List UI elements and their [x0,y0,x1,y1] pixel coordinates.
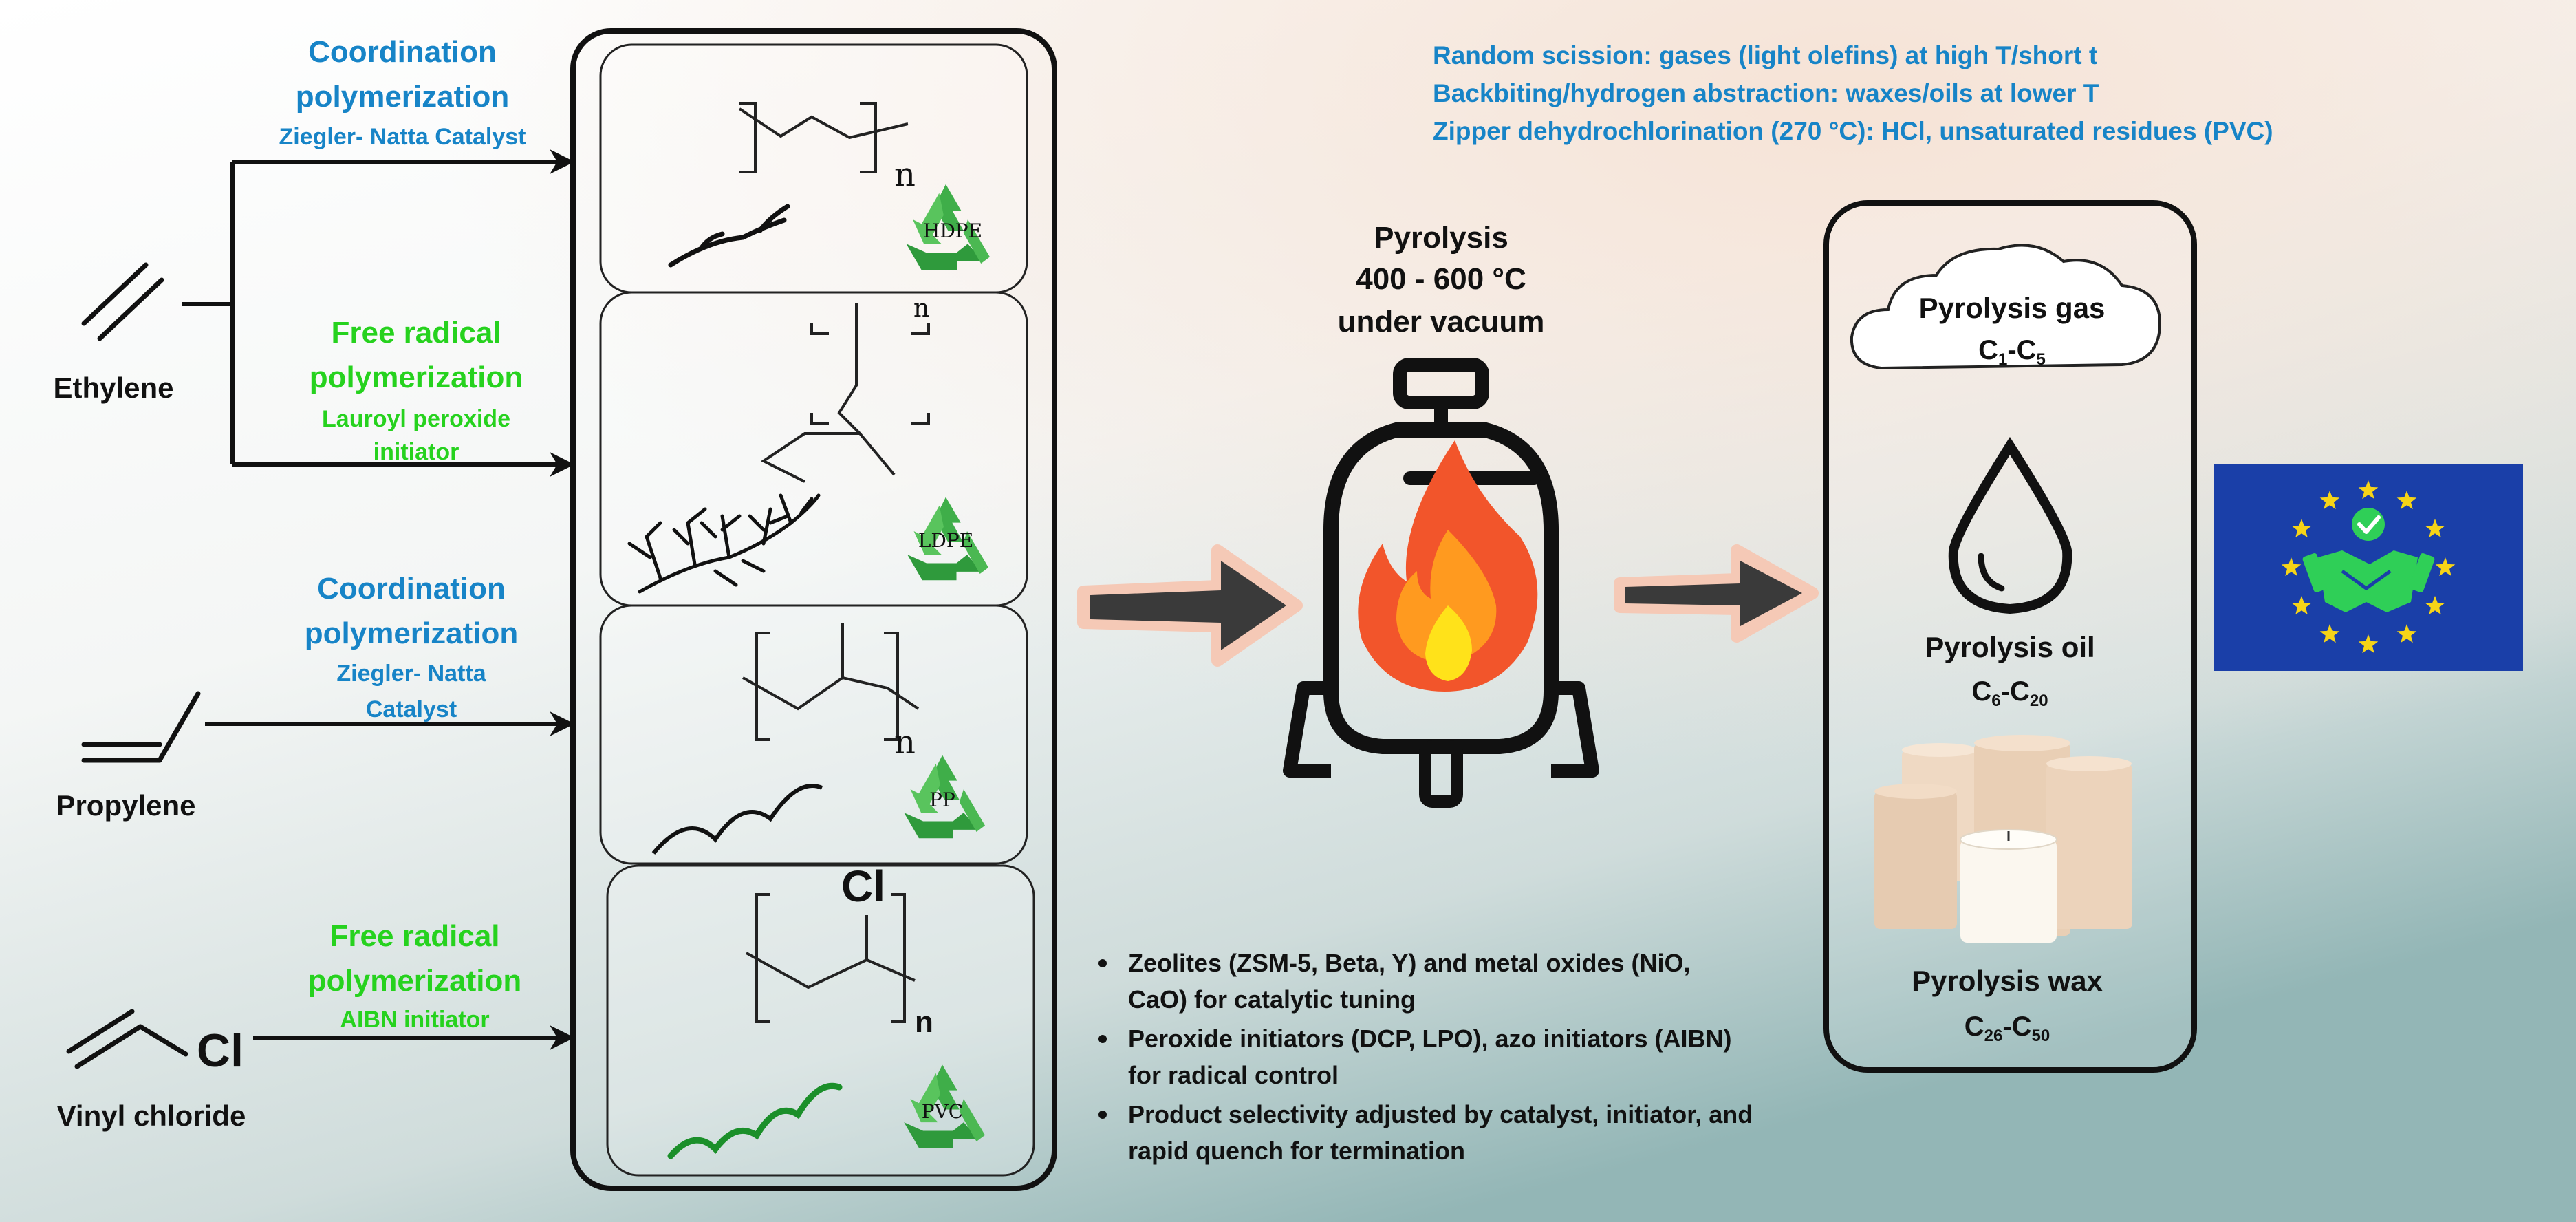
eu-flag-icon [2214,464,2523,671]
pvc-structure [746,893,916,1023]
svg-text:Free radical: Free radical [329,919,499,953]
pyrolysis-oil-label: Pyrolysis oil [1925,631,2095,663]
pyrolysis-conditions: Pyrolysis 400 - 600 °C under vacuum [1338,221,1545,339]
hdpe-cell: n HDPE [599,43,1028,294]
pyrolysis-gas-label: Pyrolysis gas [1919,292,2106,324]
pvc-n: n [915,1005,933,1039]
mechanism-2: Backbiting/hydrogen abstraction: waxes/o… [1433,79,2099,107]
arrow-to-reactor [1077,544,1303,667]
route-connectors [182,149,575,1050]
ethylene-structure [81,262,164,341]
hdpe-code: HDPE [923,219,982,242]
svg-text:polymerization: polymerization [305,617,519,650]
pyrolysis-gas-cloud [1850,244,2162,370]
pp-structure [742,623,920,741]
pyrolysis-oil-range: C6-C20 [1971,676,2048,710]
route-4-label: Free radical polymerization AIBN initiat… [308,919,522,1033]
pvc-code: PVC [922,1100,963,1123]
svg-text:polymerization: polymerization [310,361,523,394]
svg-text:polymerization: polymerization [308,964,522,998]
ldpe-structure [761,303,930,483]
svg-text:AIBN initiator: AIBN initiator [340,1007,489,1033]
eu-star-icon [2425,519,2445,538]
svg-text:initiator: initiator [374,439,459,465]
svg-text:polymerization: polymerization [296,80,510,114]
eu-star-icon [2291,596,2312,615]
route-3-label: Coordination polymerization Ziegler- Nat… [305,572,519,722]
polymer-panel [570,28,1057,1191]
eu-star-icon [2396,624,2417,643]
bullet-3-line-2: rapid quench for termination [1128,1137,1465,1165]
ldpe-cell: n LDPE [599,291,1028,607]
eu-star-icon [2319,491,2340,510]
pyrolysis-wax-label: Pyrolysis wax [1912,965,2103,997]
pp-code: PP [929,789,955,811]
ldpe-branch-icon [627,493,821,594]
pyrolysis-wax-range: C26-C50 [1965,1011,2050,1045]
eu-star-icon [2358,634,2379,654]
eu-star-icon [2435,557,2456,577]
bullet-3-line-1: Product selectivity adjusted by catalyst… [1128,1100,1753,1128]
svg-text:Coordination: Coordination [308,35,497,69]
flame-icon [1358,440,1538,692]
vinyl-chloride-structure [66,1009,188,1069]
eu-star-icon [2281,557,2302,577]
svg-text:400 - 600 °C: 400 - 600 °C [1356,262,1526,296]
mechanism-3: Zipper dehydrochlorination (270 °C): HCl… [1433,117,2273,145]
pvc-chain-icon [667,1082,843,1159]
hdpe-chain-icon [668,204,790,268]
eu-star-icon [2358,480,2379,500]
svg-text:under vacuum: under vacuum [1338,305,1545,339]
eu-star-icon [2319,624,2340,643]
propylene-structure [81,691,201,763]
oil-drop-icon [1948,436,2072,614]
ldpe-code: LDPE [918,529,973,552]
catalyst-notes: Zeolites (ZSM-5, Beta, Y) and metal oxid… [1098,949,1753,1165]
bullet-1-line-2: CaO) for catalytic tuning [1128,985,1416,1014]
eu-star-icon [2396,491,2417,510]
svg-text:Lauroyl peroxide: Lauroyl peroxide [322,406,510,432]
ldpe-n: n [913,294,929,323]
pvc-cl: Cl [841,861,885,911]
arrow-to-products [1614,544,1819,643]
eu-star-icon [2291,519,2312,538]
pp-chain-icon [651,784,823,855]
bullet-2-line-1: Peroxide initiators (DCP, LPO), azo init… [1128,1025,1731,1053]
svg-text:Free radical: Free radical [331,316,501,350]
pvc-cell: Cl n PVC [606,861,1035,1177]
svg-text:Ziegler- Natta: Ziegler- Natta [336,661,486,687]
svg-text:Pyrolysis: Pyrolysis [1374,221,1508,255]
propylene-label: Propylene [56,789,195,822]
ethylene-label: Ethylene [53,372,173,404]
vinyl-chloride-label: Vinyl chloride [57,1100,246,1132]
bullet-2-line-2: for radical control [1128,1061,1339,1089]
vinyl-chloride-cl: Cl [197,1025,243,1077]
svg-text:Ziegler- Natta Catalyst: Ziegler- Natta Catalyst [279,124,526,150]
route-2-label: Free radical polymerization Lauroyl pero… [310,316,523,465]
pp-cell: n PP [599,604,1028,865]
eu-star-icon [2425,596,2445,615]
pp-n: n [894,723,916,762]
svg-text:Catalyst: Catalyst [366,696,457,722]
hdpe-structure [738,102,909,173]
mechanism-notes: Random scission: gases (light olefins) a… [1433,41,2273,145]
wax-candles-icon [1874,735,2132,943]
bullet-1-line-1: Zeolites (ZSM-5, Beta, Y) and metal oxid… [1128,949,1691,977]
hdpe-n: n [894,156,916,194]
mechanism-1: Random scission: gases (light olefins) a… [1433,41,2097,69]
pyrolysis-gas-range: C1-C5 [1978,335,2046,369]
svg-text:Coordination: Coordination [317,572,506,605]
route-1-label: Coordination polymerization Ziegler- Nat… [279,35,526,150]
